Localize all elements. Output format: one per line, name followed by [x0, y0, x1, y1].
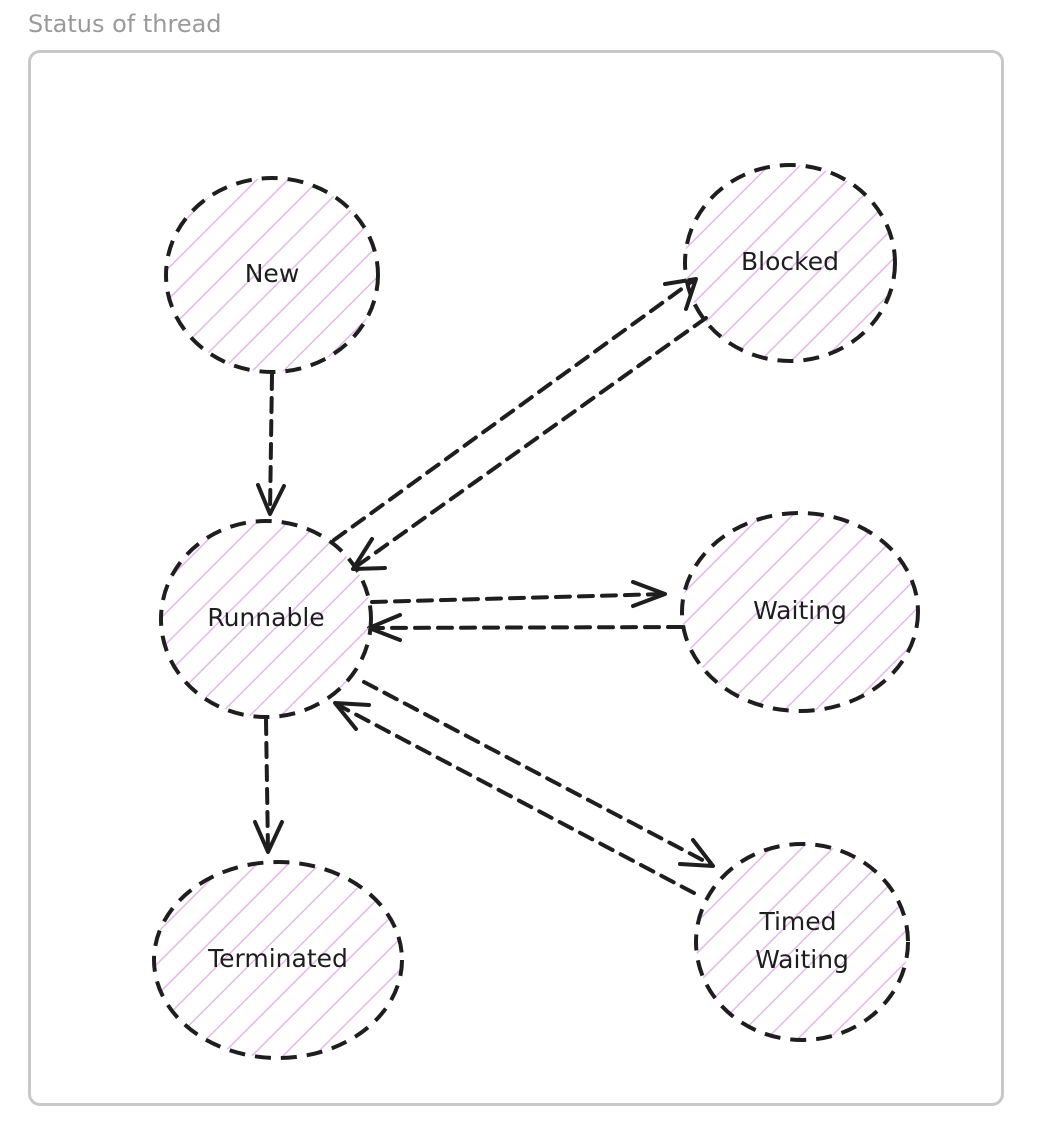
edge-new-to-runnable[interactable]: [256, 373, 286, 516]
node-label-waiting: Waiting: [753, 596, 847, 625]
frame-title: Status of thread: [28, 10, 222, 38]
node-label-runnable: Runnable: [207, 603, 324, 632]
node-label-blocked: Blocked: [741, 247, 839, 276]
node-terminated[interactable]: Terminated: [152, 860, 404, 1060]
node-runnable[interactable]: Runnable: [159, 519, 373, 719]
node-label-new: New: [245, 259, 300, 288]
timed-waiting-line-1: Timed: [758, 907, 836, 936]
edge-runnable-to-blocked[interactable]: [332, 277, 698, 542]
edge-waiting-to-runnable[interactable]: [367, 613, 684, 642]
edge-runnable-to-terminated[interactable]: [253, 718, 284, 854]
node-blocked[interactable]: Blocked: [683, 163, 897, 363]
edge-runnable-to-timed-waiting[interactable]: [362, 680, 715, 868]
node-waiting[interactable]: Waiting: [680, 511, 920, 713]
timed-waiting-line-2: Waiting: [755, 945, 849, 974]
node-new[interactable]: New: [164, 176, 380, 374]
diagram-frame: [28, 50, 1004, 1106]
node-timed-waiting[interactable]: Timed Waiting: [694, 842, 910, 1042]
node-label-terminated: Terminated: [207, 944, 348, 973]
edge-blocked-to-runnable[interactable]: [351, 316, 708, 571]
node-label-timed-waiting: Timed Waiting: [755, 907, 849, 974]
edge-runnable-to-waiting[interactable]: [370, 580, 667, 608]
edge-timed-waiting-to-runnable[interactable]: [333, 701, 696, 895]
